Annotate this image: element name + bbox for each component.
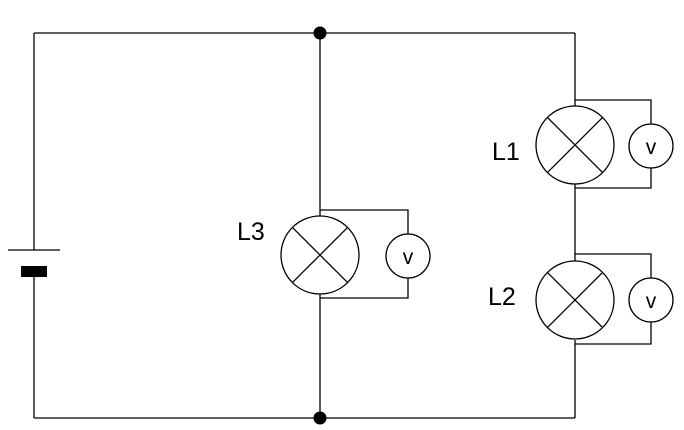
lamp-l1-label: L1: [492, 138, 520, 166]
lamp-l3-label: L3: [237, 218, 265, 246]
junction-bottom: [313, 411, 327, 425]
lamp-l2-cross-b: [546, 271, 604, 329]
wires: [33, 32, 576, 419]
junction-top: [313, 26, 327, 40]
lamp-l2-label: L2: [488, 283, 516, 311]
voltmeter-l2: v: [575, 253, 674, 345]
lamp-l2: [535, 260, 615, 340]
battery-symbol: [8, 249, 60, 277]
battery-short-plate: [21, 266, 47, 277]
lamp-l1-cross-b: [546, 116, 604, 174]
voltmeter-l2-circle: [628, 277, 674, 323]
voltmeter-l2-symbol: v: [646, 290, 657, 313]
voltmeter-l3-symbol: v: [403, 246, 414, 269]
voltmeter-l1-circle: [628, 123, 674, 169]
voltmeter-l3: v: [320, 209, 431, 299]
lamp-l3-cross-b: [291, 226, 349, 284]
lamp-l3: [280, 215, 360, 295]
voltmeter-l1-symbol: v: [646, 136, 657, 159]
voltmeter-l3-circle: [385, 233, 431, 279]
voltmeter-l1: v: [575, 99, 674, 189]
lamp-l1: [535, 105, 615, 185]
